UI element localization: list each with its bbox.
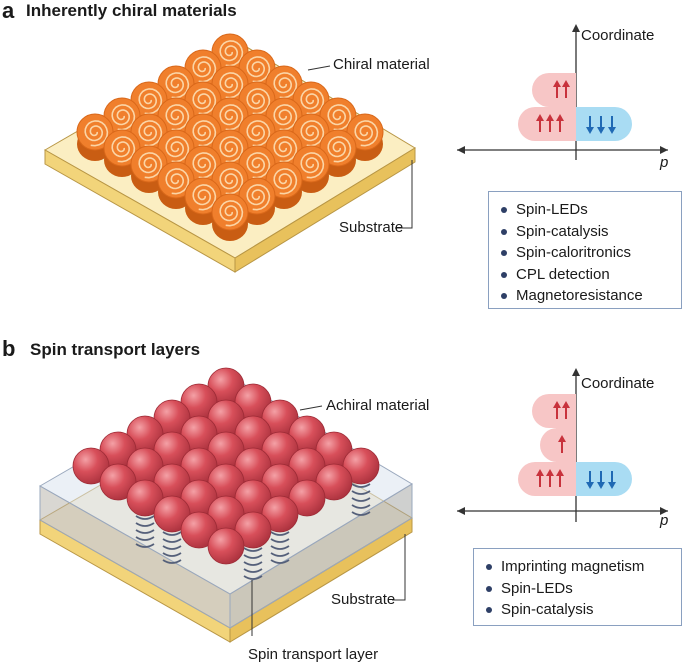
panel-b-spin-arrows xyxy=(536,401,616,489)
spin-up-arrow xyxy=(546,114,554,132)
panel-a-spin-states xyxy=(518,73,632,141)
spin-up-arrow xyxy=(556,114,564,132)
spring-linker xyxy=(270,531,290,564)
panel-b-spin-states xyxy=(518,394,632,496)
chiral-spiral xyxy=(211,129,249,177)
substrate-a-leader xyxy=(395,160,413,229)
axis-b-y-label: Coordinate xyxy=(581,375,655,392)
panel-a-title: Inherently chiral materials xyxy=(26,1,237,20)
spring-linker xyxy=(243,547,263,580)
chiral-spiral xyxy=(319,129,357,177)
applications-box-a: Spin-LEDs Spin-catalysis Spin-caloritron… xyxy=(488,191,682,309)
chiral-spiral xyxy=(103,129,141,177)
achiral-material-label: Achiral material xyxy=(326,397,430,414)
spin-up-arrow xyxy=(536,469,544,487)
spin-up-arrow xyxy=(546,469,554,487)
axis-b-x-label: p xyxy=(660,512,669,529)
application-item: Spin-caloritronics xyxy=(501,242,669,264)
application-item: Spin-catalysis xyxy=(501,221,669,243)
panel-b-letter: b xyxy=(2,336,16,361)
spin-down-arrow xyxy=(586,471,594,489)
panel-b-title: Spin transport layers xyxy=(30,340,201,359)
spin-up-arrow xyxy=(562,80,570,98)
application-item: Spin-LEDs xyxy=(501,199,669,221)
axis-a-y-label: Coordinate xyxy=(581,27,655,44)
chiral-material-leader xyxy=(307,65,331,71)
spin-down-arrow xyxy=(586,116,594,134)
spin-down-arrow xyxy=(608,471,616,489)
spin-up-arrow xyxy=(553,401,561,419)
panel-a-letter: a xyxy=(2,0,15,23)
chiral-spiral xyxy=(211,193,249,241)
chiral-spirals xyxy=(76,33,384,241)
spring-linker xyxy=(135,515,155,548)
chiral-spiral xyxy=(346,113,384,161)
spin-down-arrow xyxy=(597,116,605,134)
panel-a-spin-arrows xyxy=(536,80,616,134)
spin-up-arrow xyxy=(558,435,566,453)
spring-linker xyxy=(162,531,182,564)
applications-box-b: Imprinting magnetism Spin-LEDs Spin-cata… xyxy=(473,548,682,626)
application-item: Spin-LEDs xyxy=(486,578,669,600)
achiral-material-leader xyxy=(299,405,323,411)
chiral-spiral xyxy=(103,97,141,145)
application-item: CPL detection xyxy=(501,264,669,286)
spin-up-arrow xyxy=(536,114,544,132)
chiral-spiral xyxy=(130,145,168,193)
application-item: Imprinting magnetism xyxy=(486,556,669,578)
axis-a-x-label: p xyxy=(660,154,669,171)
spring-linker xyxy=(351,483,371,516)
spin-down-arrow xyxy=(597,471,605,489)
chiral-spiral xyxy=(76,113,114,161)
spin-transport-layer-label: Spin transport layer xyxy=(248,646,379,663)
chiral-spiral xyxy=(292,145,330,193)
spin-up-arrow xyxy=(556,469,564,487)
chiral-spiral xyxy=(238,177,276,225)
chiral-spiral xyxy=(184,177,222,225)
application-item: Spin-catalysis xyxy=(486,599,669,621)
substrate-a-label: Substrate xyxy=(339,219,404,236)
substrate-b-label: Substrate xyxy=(331,591,396,608)
substrate-b-leader xyxy=(392,534,406,601)
spin-up-arrow xyxy=(562,401,570,419)
application-item: Magnetoresistance xyxy=(501,285,669,307)
spin-down-arrow xyxy=(608,116,616,134)
achiral-sphere xyxy=(207,527,245,565)
chiral-material-label: Chiral material xyxy=(333,56,430,73)
spin-up-arrow xyxy=(553,80,561,98)
achiral-spheres xyxy=(72,367,380,565)
